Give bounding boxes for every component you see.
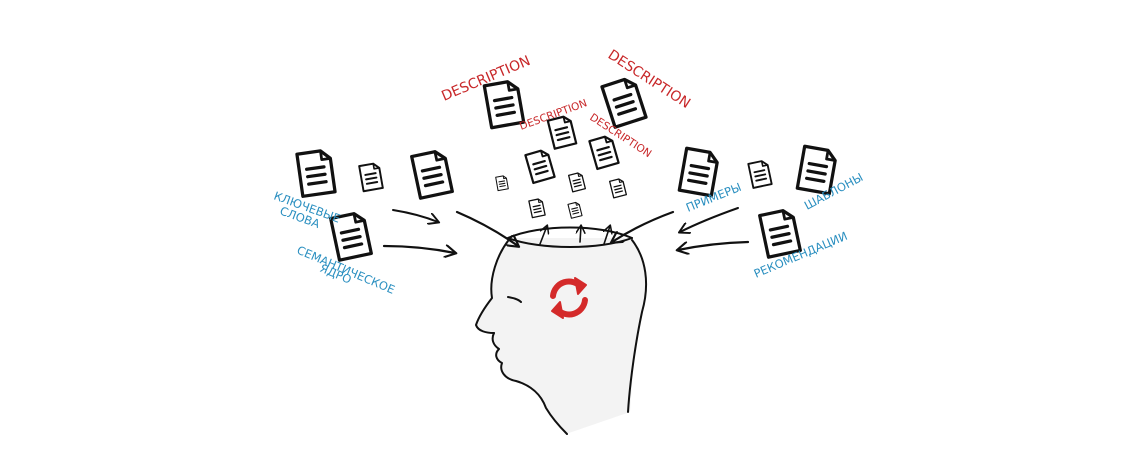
document-icon <box>588 133 620 171</box>
document-icon <box>524 147 556 185</box>
document-icon <box>495 174 509 192</box>
arrow-up-center <box>580 226 581 243</box>
document-icon <box>410 148 454 200</box>
document-icon <box>528 197 546 219</box>
arrow-keywords <box>392 209 438 222</box>
arrow-semantic <box>382 246 455 253</box>
arrow-up-right <box>604 226 610 245</box>
arrow-top-left <box>455 210 518 246</box>
arrow-top-right <box>612 210 675 242</box>
arrow-up-left <box>539 226 547 245</box>
document-icon <box>358 161 384 193</box>
document-icon <box>600 75 648 129</box>
document-icon <box>677 146 721 198</box>
document-icon <box>747 159 773 189</box>
document-icon <box>608 177 628 199</box>
head-silhouette <box>475 226 648 435</box>
document-icon <box>295 148 337 198</box>
arrow-recommendations <box>678 240 750 250</box>
document-icon <box>567 201 583 219</box>
document-icon <box>567 171 587 193</box>
arrows <box>382 207 750 253</box>
arrow-examples <box>680 207 739 232</box>
refresh-icon <box>550 277 588 319</box>
